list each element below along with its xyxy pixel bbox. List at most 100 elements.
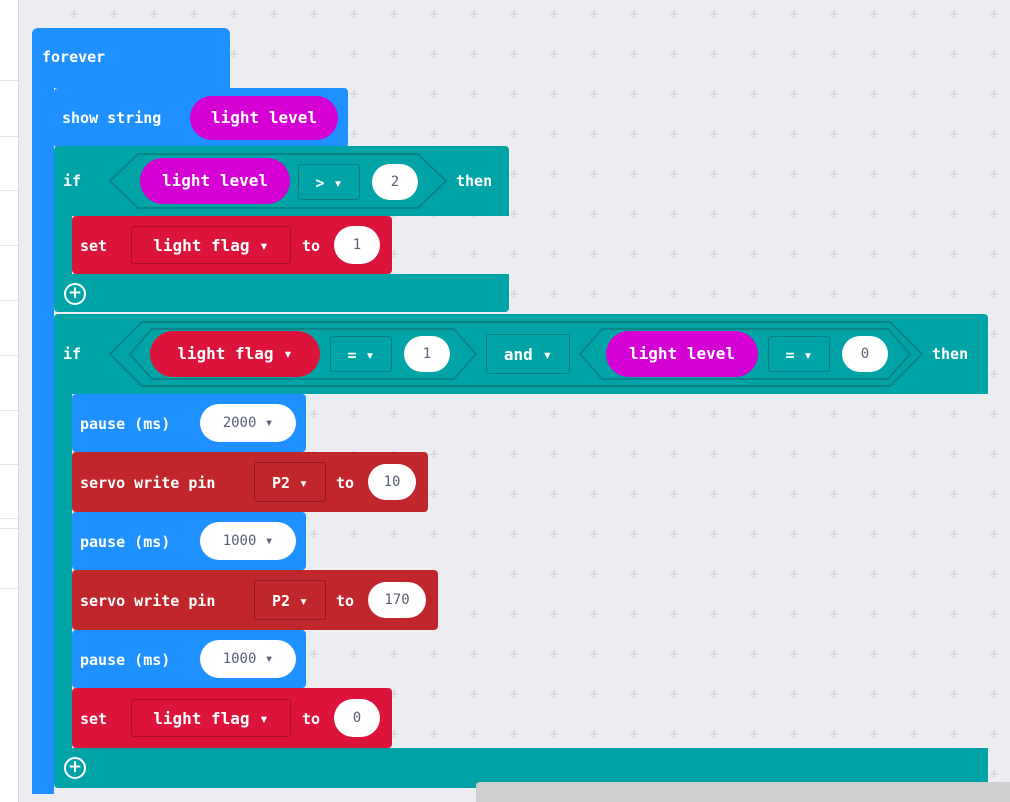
grid-plus-mark: + (469, 527, 480, 541)
grid-plus-mark: + (749, 207, 760, 221)
grid-plus-mark: + (429, 247, 440, 261)
grid-plus-mark: + (309, 7, 320, 21)
grid-plus-mark: + (669, 687, 680, 701)
grid-plus-mark: + (629, 607, 640, 621)
duration-dropdown[interactable]: 1000 ▾ (200, 522, 296, 560)
grid-plus-mark: + (789, 647, 800, 661)
grid-plus-mark: + (829, 247, 840, 261)
grid-plus-mark: + (829, 447, 840, 461)
grid-plus-mark: + (549, 287, 560, 301)
grid-plus-mark: + (869, 447, 880, 461)
grid-plus-mark: + (709, 287, 720, 301)
grid-plus-mark: + (429, 407, 440, 421)
grid-plus-mark: + (869, 167, 880, 181)
grid-plus-mark: + (829, 7, 840, 21)
variable-dropdown[interactable]: light flag ▾ (131, 226, 291, 264)
grid-plus-mark: + (909, 407, 920, 421)
operator-dropdown[interactable]: = ▾ (330, 336, 392, 372)
grid-plus-mark: + (949, 407, 960, 421)
grid-plus-mark: + (509, 207, 520, 221)
grid-plus-mark: + (589, 7, 600, 21)
grid-plus-mark: + (909, 207, 920, 221)
number-input[interactable]: 1 (404, 336, 450, 372)
grid-plus-mark: + (749, 127, 760, 141)
grid-plus-mark: + (589, 247, 600, 261)
grid-plus-mark: + (989, 287, 1000, 301)
grid-plus-mark: + (389, 647, 400, 661)
grid-plus-mark: + (509, 527, 520, 541)
sidebar-divider (0, 245, 18, 246)
grid-plus-mark: + (829, 647, 840, 661)
toolbox-sidebar (0, 0, 19, 802)
grid-plus-mark: + (829, 127, 840, 141)
light-flag-variable[interactable]: light flag ▾ (150, 331, 320, 377)
light-level-reporter[interactable]: light level (190, 96, 338, 140)
operator-dropdown[interactable]: = ▾ (768, 336, 830, 372)
horizontal-scrollbar[interactable] (476, 782, 1010, 802)
grid-plus-mark: + (549, 607, 560, 621)
grid-plus-mark: + (229, 7, 240, 21)
grid-plus-mark: + (669, 127, 680, 141)
number-input[interactable]: 1 (334, 226, 380, 264)
grid-plus-mark: + (509, 247, 520, 261)
number-input[interactable]: 170 (368, 582, 426, 618)
grid-plus-mark: + (709, 687, 720, 701)
grid-plus-mark: + (909, 167, 920, 181)
grid-plus-mark: + (389, 7, 400, 21)
grid-plus-mark: + (549, 87, 560, 101)
grid-plus-mark: + (829, 567, 840, 581)
grid-plus-mark: + (749, 487, 760, 501)
pin-dropdown[interactable]: P2 ▾ (254, 462, 326, 502)
grid-plus-mark: + (389, 527, 400, 541)
grid-plus-mark: + (629, 647, 640, 661)
grid-plus-mark: + (709, 407, 720, 421)
forever-block[interactable] (32, 28, 230, 88)
sidebar-divider (0, 588, 18, 589)
grid-plus-mark: + (469, 7, 480, 21)
grid-plus-mark: + (749, 167, 760, 181)
operator-dropdown[interactable]: > ▾ (298, 164, 360, 200)
grid-plus-mark: + (829, 47, 840, 61)
grid-plus-mark: + (949, 7, 960, 21)
number-input[interactable]: 2 (372, 164, 418, 200)
grid-plus-mark: + (989, 47, 1000, 61)
grid-plus-mark: + (629, 687, 640, 701)
grid-plus-mark: + (549, 527, 560, 541)
grid-plus-mark: + (549, 407, 560, 421)
number-input[interactable]: 0 (842, 336, 888, 372)
grid-plus-mark: + (669, 167, 680, 181)
duration-dropdown[interactable]: 2000 ▾ (200, 404, 296, 442)
grid-plus-mark: + (869, 727, 880, 741)
grid-plus-mark: + (709, 727, 720, 741)
light-level-reporter[interactable]: light level (140, 158, 290, 204)
grid-plus-mark: + (429, 727, 440, 741)
variable-dropdown[interactable]: light flag ▾ (131, 699, 291, 737)
and-dropdown[interactable]: and ▾ (486, 334, 570, 374)
grid-plus-mark: + (829, 407, 840, 421)
pin-dropdown[interactable]: P2 ▾ (254, 580, 326, 620)
grid-plus-mark: + (549, 447, 560, 461)
grid-plus-mark: + (589, 647, 600, 661)
number-input[interactable]: 10 (368, 464, 416, 500)
grid-plus-mark: + (349, 47, 360, 61)
grid-plus-mark: + (989, 7, 1000, 21)
add-else-icon[interactable]: + (64, 757, 86, 779)
sidebar-divider (0, 190, 18, 191)
grid-plus-mark: + (549, 687, 560, 701)
grid-plus-mark: + (709, 87, 720, 101)
grid-plus-mark: + (629, 567, 640, 581)
grid-plus-mark: + (509, 487, 520, 501)
grid-plus-mark: + (829, 607, 840, 621)
to-label: to (302, 710, 321, 728)
grid-plus-mark: + (989, 407, 1000, 421)
number-input[interactable]: 0 (334, 699, 380, 737)
grid-plus-mark: + (709, 207, 720, 221)
grid-plus-mark: + (749, 87, 760, 101)
grid-plus-mark: + (949, 607, 960, 621)
grid-plus-mark: + (669, 487, 680, 501)
grid-plus-mark: + (949, 207, 960, 221)
grid-plus-mark: + (829, 727, 840, 741)
light-level-reporter[interactable]: light level (606, 331, 758, 377)
duration-dropdown[interactable]: 1000 ▾ (200, 640, 296, 678)
add-else-icon[interactable]: + (64, 283, 86, 305)
